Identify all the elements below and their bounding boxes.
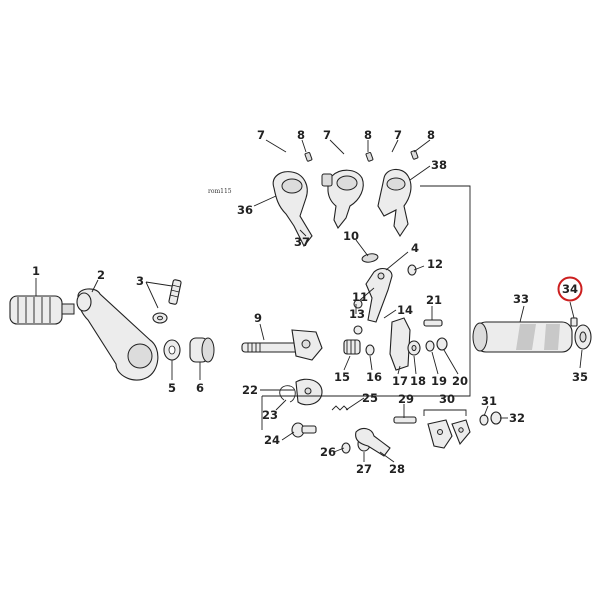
group-30-bracket <box>423 409 467 416</box>
callout-labels: 1 2 3 4 5 6 7 7 7 8 8 8 9 10 11 12 13 14… <box>32 128 588 476</box>
callout-9[interactable]: 9 <box>254 311 262 325</box>
part-10-clip[interactable] <box>361 253 379 264</box>
part-25-spring[interactable] <box>331 405 349 411</box>
diagram-reference-code: rom115 <box>208 188 232 195</box>
callout-6[interactable]: 6 <box>196 381 204 395</box>
callout-11[interactable]: 11 <box>352 290 368 304</box>
part-21-pin[interactable] <box>423 319 443 327</box>
part-1-shifter-peg[interactable] <box>9 295 75 325</box>
callout-32[interactable]: 32 <box>509 411 525 425</box>
callout-14[interactable]: 14 <box>397 303 413 317</box>
parts-layer <box>9 149 592 457</box>
callout-10[interactable]: 10 <box>343 229 359 243</box>
part-34-pin[interactable] <box>570 317 578 327</box>
part-14-plate[interactable] <box>389 317 411 371</box>
part-16-washer[interactable] <box>365 344 375 356</box>
leader-lines <box>35 139 583 463</box>
callout-27[interactable]: 27 <box>356 462 372 476</box>
part-29-pin[interactable] <box>393 416 417 424</box>
callout-16[interactable]: 16 <box>366 370 382 384</box>
part-37-shift-fork[interactable] <box>321 169 364 230</box>
callout-7a[interactable]: 7 <box>257 128 265 142</box>
part-32-nut[interactable] <box>490 411 502 425</box>
callout-3[interactable]: 3 <box>136 274 144 288</box>
callout-7b[interactable]: 7 <box>323 128 331 142</box>
callout-31[interactable]: 31 <box>481 394 497 408</box>
callout-34-highlight-ring <box>557 276 583 302</box>
callout-23[interactable]: 23 <box>262 408 278 422</box>
part-2-shifter-lever[interactable] <box>76 288 159 381</box>
callout-4[interactable]: 4 <box>411 241 419 255</box>
part-35-bearing[interactable] <box>574 324 592 350</box>
part-24-pivot-bolt[interactable] <box>291 422 317 438</box>
callout-2[interactable]: 2 <box>97 268 105 282</box>
callout-8b[interactable]: 8 <box>364 128 372 142</box>
part-28-arm[interactable] <box>355 427 391 457</box>
callout-29[interactable]: 29 <box>398 392 414 406</box>
part-6-bushing[interactable] <box>189 337 215 363</box>
callout-1[interactable]: 1 <box>32 264 40 278</box>
part-38-shift-fork[interactable] <box>377 168 412 238</box>
callout-34[interactable]: 34 <box>562 282 578 296</box>
part-15-spring[interactable] <box>343 339 361 355</box>
part-12-washer[interactable] <box>407 264 417 276</box>
callout-19[interactable]: 19 <box>431 374 447 388</box>
callout-21[interactable]: 21 <box>426 293 442 307</box>
callout-5[interactable]: 5 <box>168 381 176 395</box>
callout-17[interactable]: 17 <box>392 374 408 388</box>
part-30-bracket-set[interactable] <box>427 419 471 449</box>
callout-22[interactable]: 22 <box>242 383 258 397</box>
part-18-washer[interactable] <box>407 340 421 356</box>
callout-28[interactable]: 28 <box>389 462 405 476</box>
callout-24[interactable]: 24 <box>264 433 280 447</box>
callout-18[interactable]: 18 <box>410 374 426 388</box>
callout-15[interactable]: 15 <box>334 370 350 384</box>
callout-30[interactable]: 30 <box>439 392 455 406</box>
part-19-washer[interactable] <box>425 340 435 352</box>
callout-8a[interactable]: 8 <box>297 128 305 142</box>
part-4-shift-pawl[interactable] <box>365 267 393 323</box>
part-23-spring[interactable] <box>279 385 296 403</box>
callout-26[interactable]: 26 <box>320 445 336 459</box>
callout-8c[interactable]: 8 <box>427 128 435 142</box>
assembly-bracket-line <box>262 185 471 397</box>
callout-33[interactable]: 33 <box>513 292 529 306</box>
part-5-washer[interactable] <box>163 339 181 361</box>
part-3-bolt-washer[interactable] <box>152 279 182 324</box>
callout-38[interactable]: 38 <box>431 158 447 172</box>
callout-13[interactable]: 13 <box>349 307 365 321</box>
callout-20[interactable]: 20 <box>452 374 468 388</box>
callout-36[interactable]: 36 <box>237 203 253 217</box>
part-22-shift-lever[interactable] <box>295 378 323 406</box>
part-8-pins[interactable] <box>304 149 419 162</box>
callout-25[interactable]: 25 <box>362 391 378 405</box>
part-9-shifter-shaft[interactable] <box>241 329 323 361</box>
callout-37[interactable]: 37 <box>294 235 310 249</box>
part-20-nut[interactable] <box>436 337 448 351</box>
part-31-washer[interactable] <box>479 414 489 426</box>
part-36-shift-fork[interactable] <box>272 171 313 248</box>
callout-7c[interactable]: 7 <box>394 128 402 142</box>
part-26-washer[interactable] <box>341 442 351 454</box>
callout-12[interactable]: 12 <box>427 257 443 271</box>
part-33-shift-drum[interactable] <box>472 321 573 353</box>
callout-35[interactable]: 35 <box>572 370 588 384</box>
